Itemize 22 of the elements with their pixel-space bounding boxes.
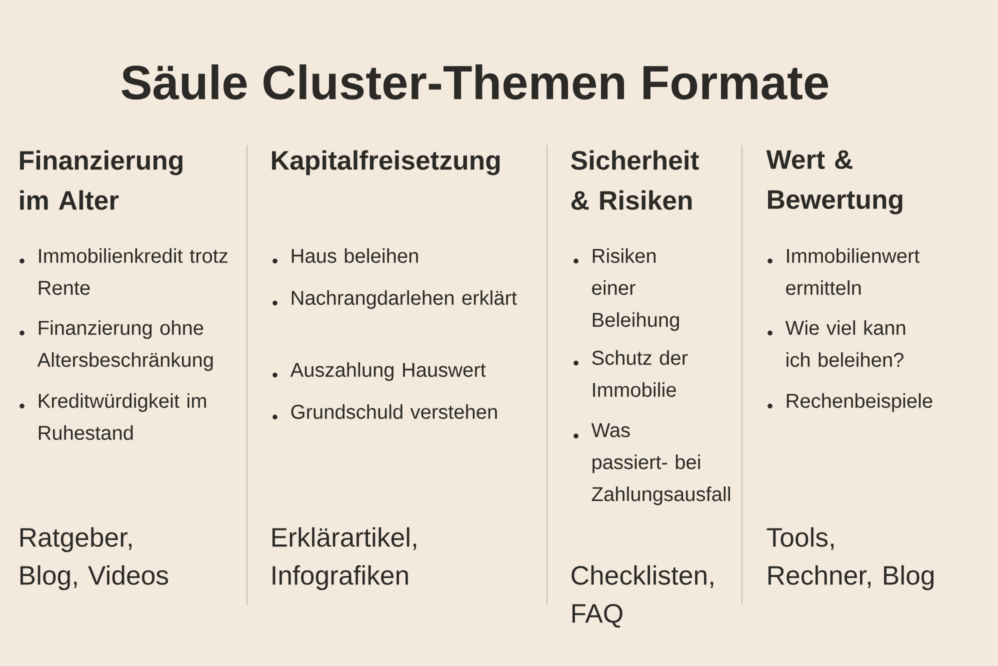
bullet-text: Auszahlung Hauswert <box>290 362 486 381</box>
column-heading: Kapitalfreisetzung <box>272 150 500 176</box>
column-heading: Wert & Bewertung <box>766 150 902 214</box>
bullet-text: Nachrangdarlehen erklärt <box>292 290 517 309</box>
format-text: Ratgeber, Blog, Videos <box>20 527 168 590</box>
format-text: Erklärartikel, Infografiken <box>272 527 416 590</box>
bullet-text: Kreditwürdigkeit im Ruhestand <box>38 393 206 440</box>
format-text: Tools, Rechner, Blog <box>766 527 934 590</box>
bullet-text: Was passiert- bei Zahlungsausfall <box>591 423 730 506</box>
format-text: Checklisten, FAQ <box>572 565 714 628</box>
bullet-text: Rechenbeispiele <box>786 393 932 412</box>
bullet-text: Wie viel kann ich beleihen? <box>785 320 906 367</box>
bullet-text: Immobilienwert ermitteln <box>786 248 920 295</box>
bullet-text: Immobilienkredit trotz Rente <box>38 248 228 295</box>
bullet-text: Finanzierung ohne Altersbeschränkung <box>37 320 213 371</box>
bullet-text: Haus beleihen <box>292 248 418 263</box>
bullet-text: Schutz der Immobilie <box>592 350 688 397</box>
column-heading: Finanzierung im Alter <box>20 150 182 210</box>
bullet-text: Grundschuld verstehen <box>291 404 497 419</box>
bullet-text: Risiken einer Beleihung <box>592 248 679 331</box>
title: Säule Cluster-Themen Formate <box>122 64 828 100</box>
column-heading: Sicherheit & Risiken <box>571 150 699 210</box>
